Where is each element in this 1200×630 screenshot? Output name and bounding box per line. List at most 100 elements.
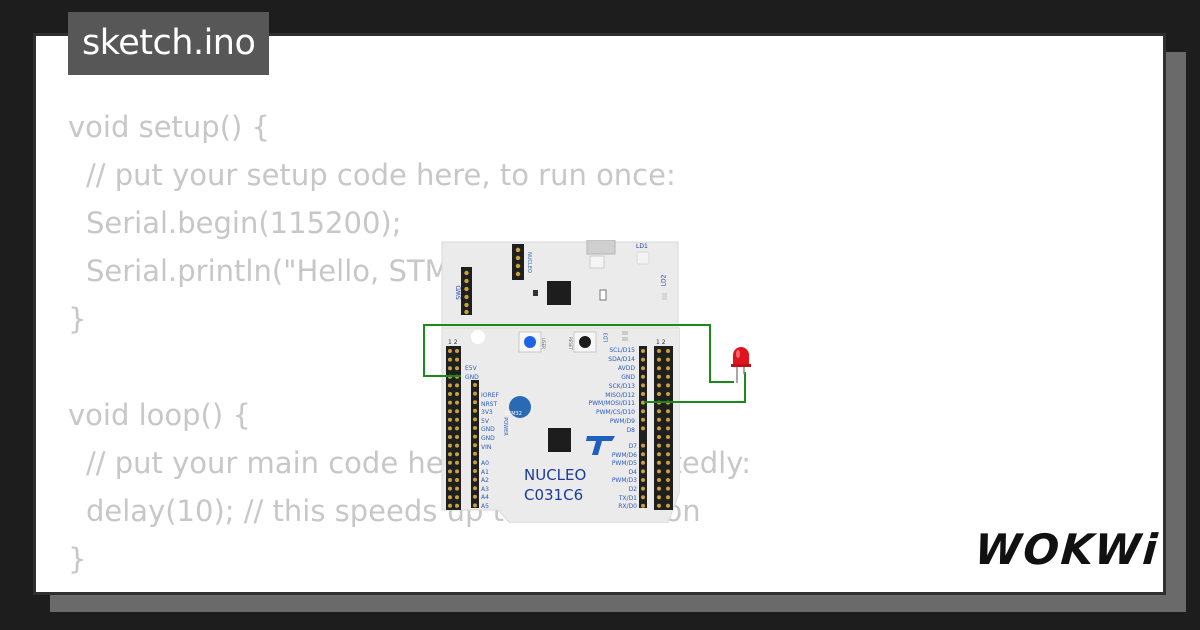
header-pin[interactable] xyxy=(641,374,645,379)
header-pin[interactable] xyxy=(448,478,452,482)
header-pin[interactable] xyxy=(448,383,452,388)
header-pin[interactable] xyxy=(455,383,459,388)
header-pin[interactable] xyxy=(473,494,477,499)
header-pin[interactable] xyxy=(666,392,670,396)
header-pin[interactable] xyxy=(473,417,477,422)
header-pin[interactable] xyxy=(657,435,661,439)
header-pin[interactable] xyxy=(666,426,670,431)
header-pin[interactable] xyxy=(666,357,670,362)
header-pin[interactable] xyxy=(473,443,477,448)
header-pin[interactable] xyxy=(657,460,661,465)
header-pin[interactable] xyxy=(666,495,670,500)
header-pin[interactable] xyxy=(666,349,670,353)
header-pin[interactable] xyxy=(641,417,645,422)
header-pin[interactable] xyxy=(641,495,645,500)
header-pin[interactable] xyxy=(448,349,452,353)
header-pin[interactable] xyxy=(448,426,452,431)
header-pin[interactable] xyxy=(657,503,661,508)
header-pin[interactable] xyxy=(657,357,661,362)
header-pin[interactable] xyxy=(657,400,661,405)
header-pin[interactable] xyxy=(641,460,645,465)
header-pin[interactable] xyxy=(657,452,661,457)
header-pin[interactable] xyxy=(666,417,670,422)
header-pin[interactable] xyxy=(448,452,452,457)
header-pin[interactable] xyxy=(641,409,645,414)
header-pin[interactable] xyxy=(455,443,459,448)
header-pin[interactable] xyxy=(448,486,452,491)
header-pin[interactable] xyxy=(666,486,670,491)
header-pin[interactable] xyxy=(448,357,452,362)
header-pin[interactable] xyxy=(641,349,645,353)
header-pin[interactable] xyxy=(455,357,459,362)
header-pin[interactable] xyxy=(641,426,645,431)
header-pin[interactable] xyxy=(448,495,452,500)
header-pin[interactable] xyxy=(473,486,477,491)
header-pin[interactable] xyxy=(657,469,661,474)
header-pin[interactable] xyxy=(666,374,670,379)
header-pin[interactable] xyxy=(657,392,661,396)
header-pin[interactable] xyxy=(455,469,459,474)
header-pin[interactable] xyxy=(455,426,459,431)
header-pin[interactable] xyxy=(657,495,661,500)
header-pin[interactable] xyxy=(473,477,477,482)
header-pin[interactable] xyxy=(455,435,459,439)
header-pin[interactable] xyxy=(641,383,645,388)
header-pin[interactable] xyxy=(666,469,670,474)
header-pin[interactable] xyxy=(657,486,661,491)
header-pin[interactable] xyxy=(657,349,661,353)
file-tab-sketch[interactable]: sketch.ino xyxy=(68,12,270,75)
header-pin[interactable] xyxy=(473,460,477,465)
header-pin[interactable] xyxy=(455,503,459,508)
header-pin[interactable] xyxy=(448,460,452,465)
header-pin[interactable] xyxy=(666,452,670,457)
header-pin[interactable] xyxy=(455,392,459,396)
header-pin[interactable] xyxy=(448,469,452,474)
header-pin[interactable] xyxy=(473,469,477,473)
header-pin[interactable] xyxy=(657,409,661,414)
header-pin[interactable] xyxy=(473,503,477,508)
header-pin[interactable] xyxy=(657,443,661,448)
header-pin[interactable] xyxy=(666,478,670,482)
header-pin[interactable] xyxy=(641,469,645,474)
header-pin[interactable] xyxy=(455,409,459,414)
header-pin[interactable] xyxy=(455,417,459,422)
header-pin[interactable] xyxy=(448,409,452,414)
header-pin[interactable] xyxy=(641,503,645,508)
header-pin[interactable] xyxy=(666,366,670,371)
header-pin[interactable] xyxy=(448,435,452,439)
header-pin[interactable] xyxy=(473,451,477,456)
header-pin[interactable] xyxy=(641,486,645,491)
header-pin[interactable] xyxy=(448,503,452,508)
header-pin[interactable] xyxy=(641,452,645,457)
header-pin[interactable] xyxy=(448,400,452,405)
header-pin[interactable] xyxy=(666,435,670,439)
header-pin[interactable] xyxy=(473,434,477,439)
header-pin[interactable] xyxy=(657,426,661,431)
header-pin[interactable] xyxy=(666,400,670,405)
header-pin[interactable] xyxy=(473,383,477,387)
header-pin[interactable] xyxy=(666,409,670,414)
header-pin[interactable] xyxy=(641,357,645,362)
header-pin[interactable] xyxy=(666,503,670,508)
header-pin[interactable] xyxy=(455,366,459,371)
header-pin[interactable] xyxy=(657,383,661,388)
header-pin[interactable] xyxy=(473,408,477,413)
header-pin[interactable] xyxy=(448,417,452,422)
header-pin[interactable] xyxy=(455,478,459,482)
header-pin[interactable] xyxy=(657,374,661,379)
header-pin[interactable] xyxy=(641,366,645,371)
header-pin[interactable] xyxy=(657,417,661,422)
header-pin[interactable] xyxy=(455,452,459,457)
header-pin[interactable] xyxy=(666,383,670,388)
header-pin[interactable] xyxy=(448,374,452,379)
header-pin[interactable] xyxy=(448,443,452,448)
header-pin[interactable] xyxy=(448,392,452,396)
header-pin[interactable] xyxy=(455,486,459,491)
header-pin[interactable] xyxy=(666,460,670,465)
header-pin[interactable] xyxy=(455,400,459,405)
header-pin[interactable] xyxy=(641,400,645,405)
header-pin[interactable] xyxy=(666,443,670,448)
header-pin[interactable] xyxy=(455,374,459,379)
header-pin[interactable] xyxy=(455,460,459,465)
header-pin[interactable] xyxy=(473,391,477,396)
